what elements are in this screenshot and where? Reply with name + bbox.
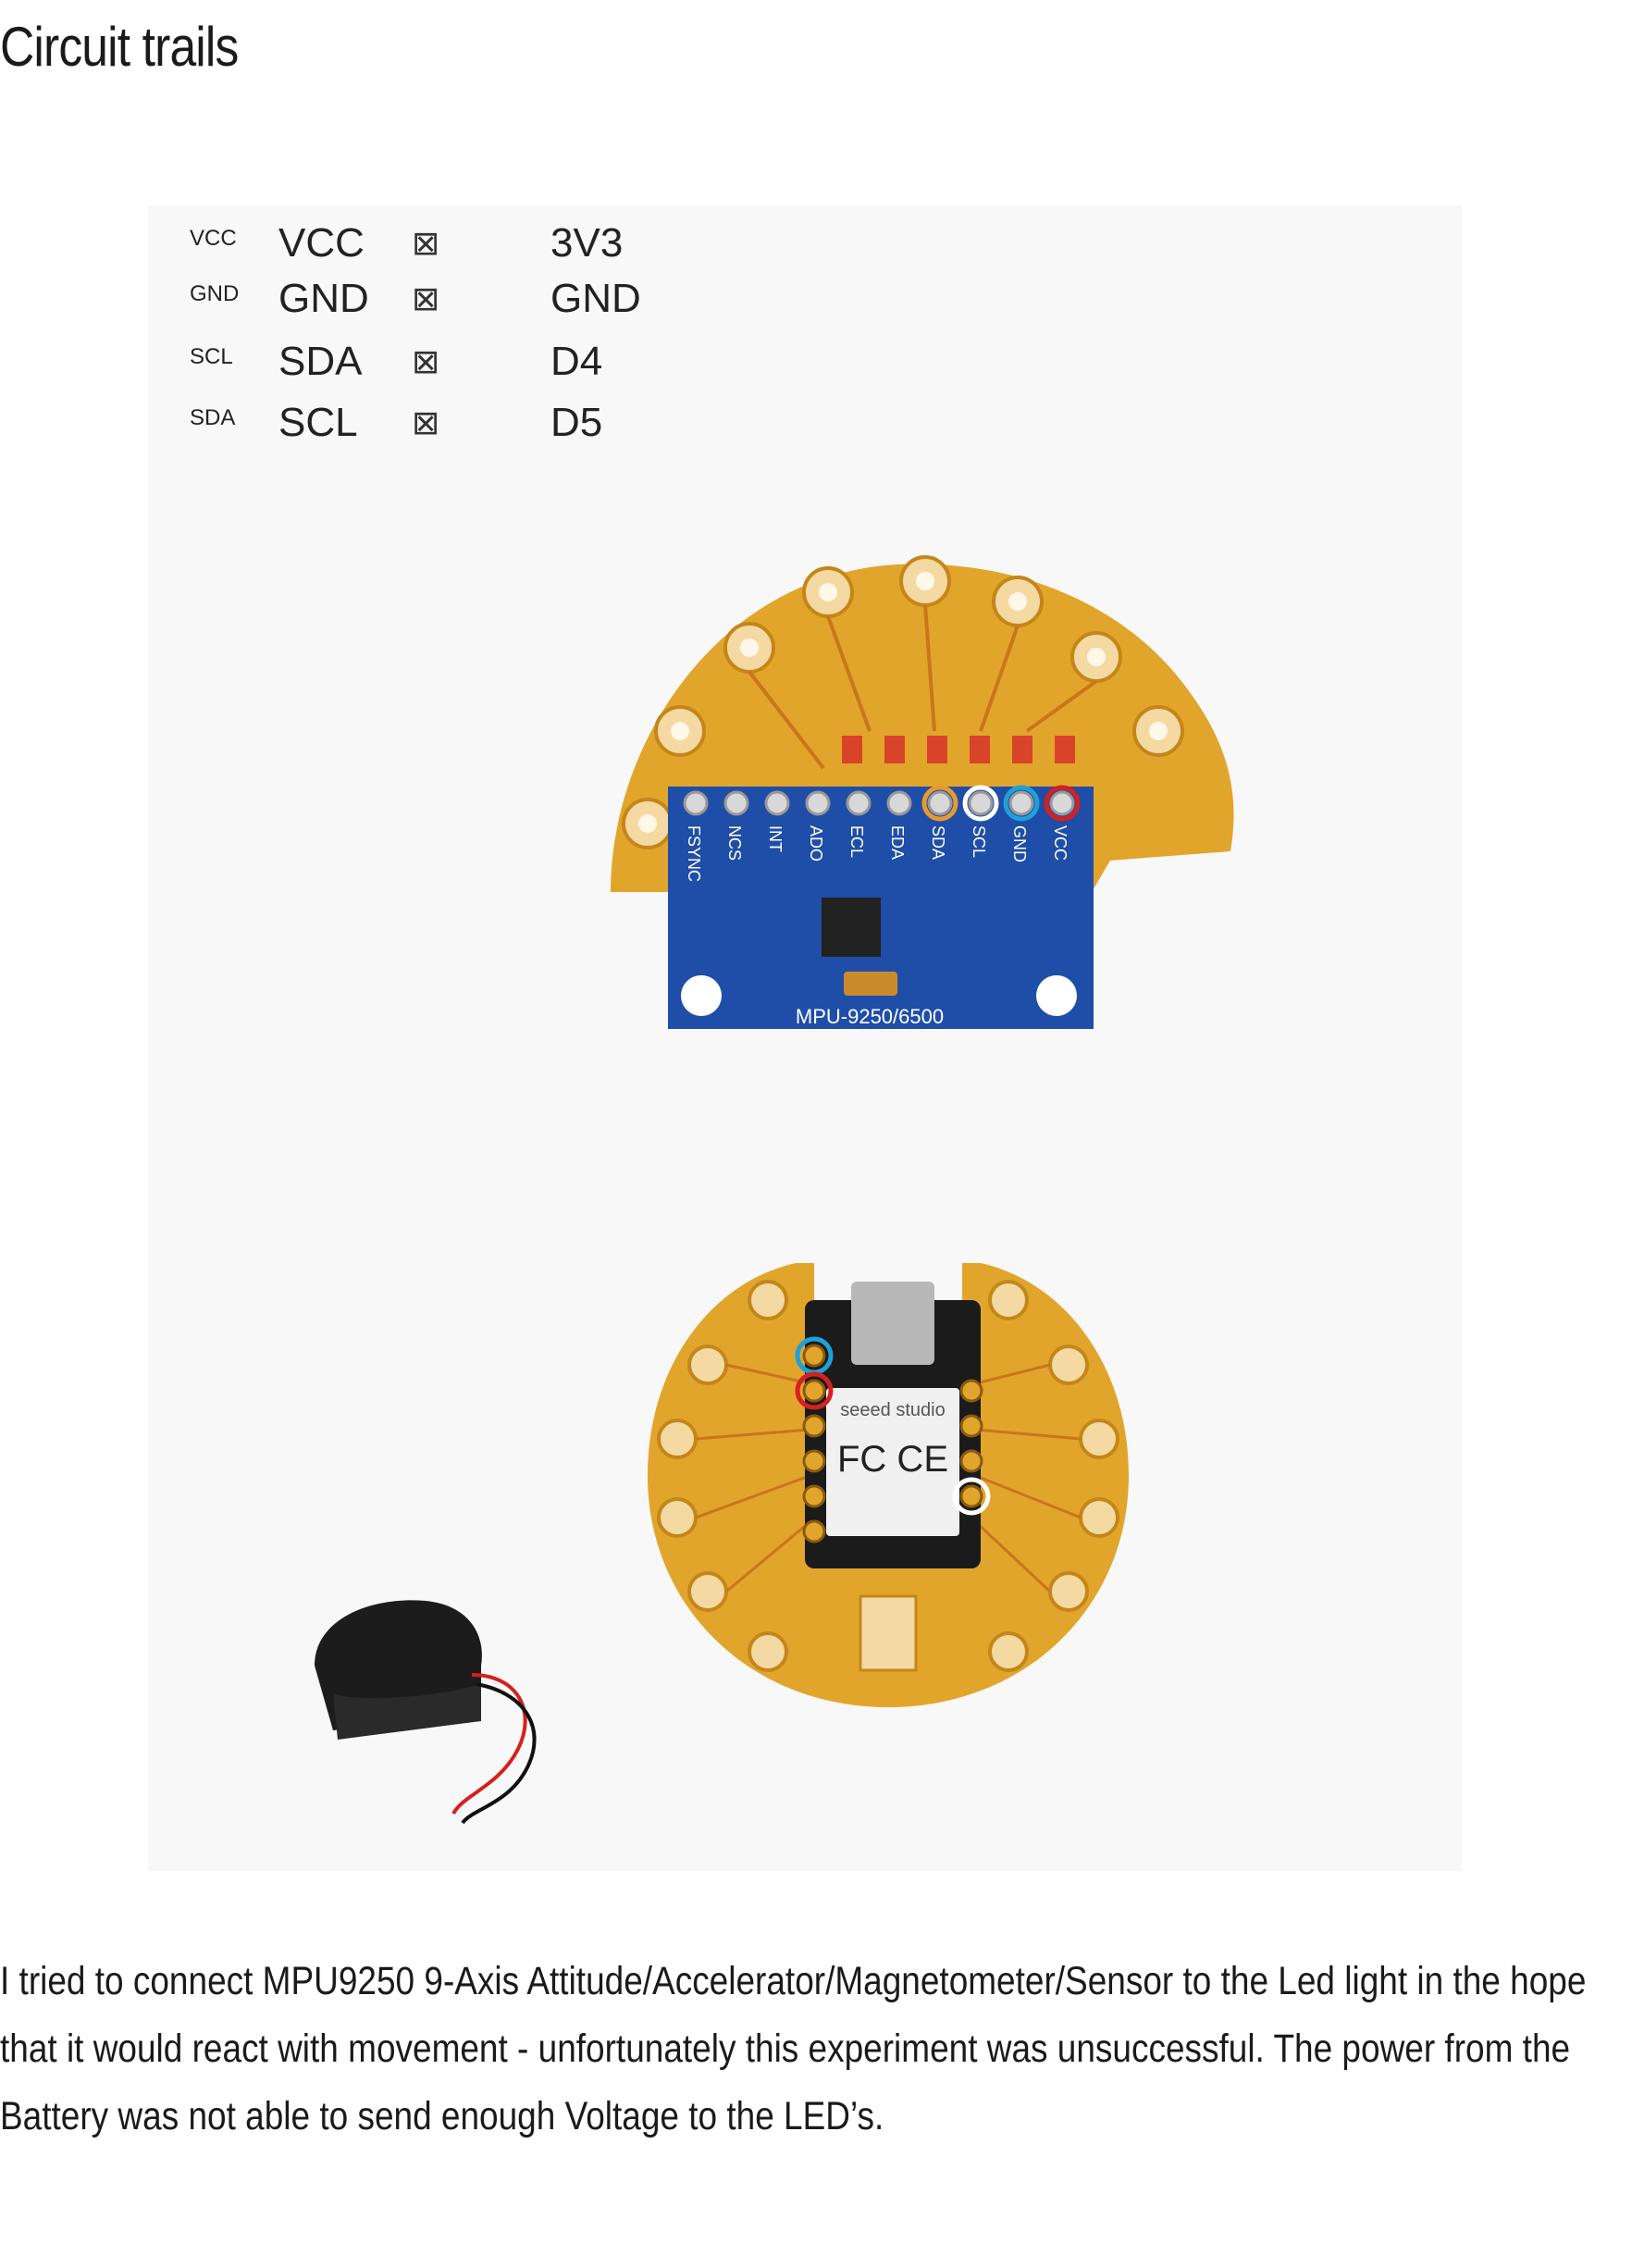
mpu-pin-label: GND: [1010, 825, 1029, 862]
pin-target: D4: [550, 339, 603, 384]
mpu-pin-label: ECL: [847, 825, 866, 858]
mpu-pin-label: SCL: [970, 825, 988, 858]
mpu-pin-label: INT: [766, 825, 785, 852]
pin-small-label: SCL: [190, 344, 233, 369]
pin-target: GND: [550, 276, 641, 321]
mpu-module: FSYNC NCS INT ADO ECL EDA SDA SCL GND VC…: [668, 785, 1094, 1029]
mpu-wiring-illustration: FSYNC NCS INT ADO ECL EDA SDA SCL GND VC…: [611, 555, 1234, 1029]
page-title: Circuit trails: [0, 16, 239, 78]
connect-icon: ⊠: [412, 403, 440, 441]
pin-target: D5: [550, 400, 603, 445]
mpu-pin-label: VCC: [1051, 825, 1069, 861]
usb-c-port: [851, 1282, 934, 1365]
mpu-pin-label: NCS: [725, 825, 744, 861]
pin-name: SDA: [278, 339, 363, 384]
battery-holder-illustration: [315, 1600, 537, 1825]
connect-icon: ⊠: [412, 279, 440, 317]
xiao-cert-marks: FC CE: [837, 1439, 948, 1480]
pin-name: SCL: [278, 400, 358, 445]
xiao-pcb-illustration: seeed studio FC CE: [648, 1263, 1129, 1707]
pin-small-label: GND: [190, 281, 240, 306]
pin-small-label: SDA: [190, 405, 236, 430]
xiao-brand: seeed studio: [840, 1400, 945, 1420]
pin-small-label: VCC: [190, 226, 237, 251]
mpu-pin-label: FSYNC: [685, 825, 703, 882]
connect-icon: ⊠: [412, 224, 440, 262]
description-paragraph: I tried to connect MPU9250 9-Axis Attitu…: [0, 1959, 1587, 2138]
connect-icon: ⊠: [412, 342, 440, 380]
pin-name: VCC: [278, 220, 365, 266]
pin-target: 3V3: [550, 220, 624, 266]
mpu-pin-label: EDA: [888, 825, 907, 860]
mpu-pin-label: SDA: [929, 825, 947, 860]
mpu-pin-label: ADO: [807, 825, 825, 861]
mpu-board-label: MPU-9250/6500: [796, 1005, 944, 1028]
pin-name: GND: [278, 276, 369, 321]
